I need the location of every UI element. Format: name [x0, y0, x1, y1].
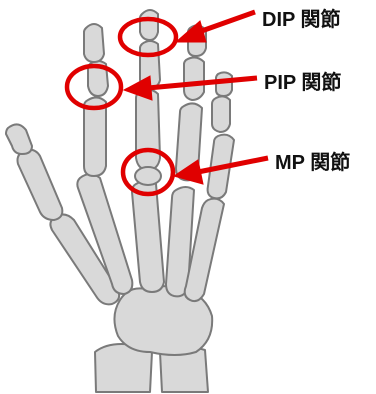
- middle-distal-phalanx: [140, 10, 158, 40]
- index-distal-phalanx: [84, 24, 104, 62]
- middle-metacarpal: [132, 181, 164, 292]
- mp-arrow-shaft: [198, 158, 268, 172]
- dip-joint-label: DIP 関節: [262, 10, 341, 30]
- little-middle-phalanx: [212, 96, 230, 132]
- dip-arrow-head: [176, 21, 206, 42]
- thumb-distal-phalanx: [6, 124, 32, 154]
- dip-arrow-shaft: [196, 12, 255, 33]
- middle-proximal-phalanx: [136, 89, 160, 170]
- middle-mp-joint-head: [135, 167, 161, 185]
- pip-joint-label: PIP 関節: [264, 73, 341, 93]
- thumb-proximal-phalanx: [18, 150, 63, 220]
- hand-bones: [6, 10, 234, 392]
- little-distal-phalanx: [216, 72, 232, 96]
- ring-middle-phalanx: [184, 57, 204, 100]
- mp-joint-label: MP 関節: [275, 153, 350, 173]
